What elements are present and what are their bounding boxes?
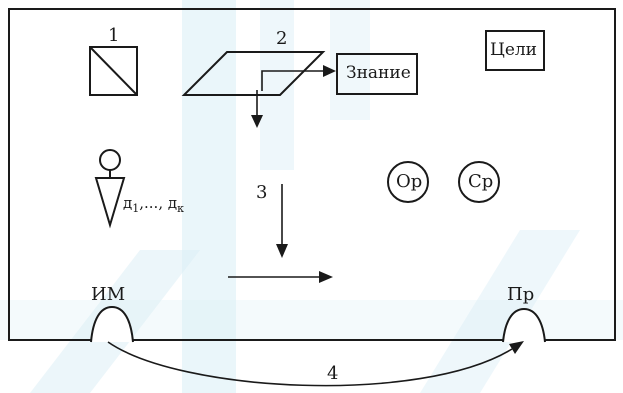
label-1: 1 <box>108 25 120 46</box>
arrow-4-curve <box>107 341 524 387</box>
label-2: 2 <box>276 28 288 49</box>
pr-dome <box>502 307 546 343</box>
label-4: 4 <box>327 363 339 384</box>
arrow-down-from-parallelogram <box>251 90 263 128</box>
alternatives-label: д1,..., дк <box>123 194 184 215</box>
arrow-3-down <box>276 184 288 258</box>
alt-sub-k: к <box>177 202 184 215</box>
knowledge-box <box>336 53 418 95</box>
arrow-to-knowledge <box>261 65 336 91</box>
im-label: ИМ <box>91 284 126 305</box>
sr-label: Ср <box>468 171 494 192</box>
element-2-parallelogram <box>181 51 326 96</box>
alt-sub-1: 1 <box>132 202 140 215</box>
decision-maker-icon <box>94 149 126 229</box>
or-circle <box>387 161 429 203</box>
knowledge-label: Знание <box>346 63 411 83</box>
arrow-horizontal <box>228 271 333 283</box>
im-dome <box>90 305 134 343</box>
goals-box <box>485 30 545 71</box>
sr-circle <box>458 161 500 203</box>
system-frame <box>8 8 616 341</box>
element-1-square <box>89 46 138 96</box>
alt-prefix: д <box>123 194 133 212</box>
pr-label: Пр <box>507 284 535 305</box>
label-3: 3 <box>256 182 268 203</box>
or-label: Ор <box>396 171 423 192</box>
goals-label: Цели <box>490 40 538 60</box>
alt-mid: ,..., д <box>139 194 178 212</box>
